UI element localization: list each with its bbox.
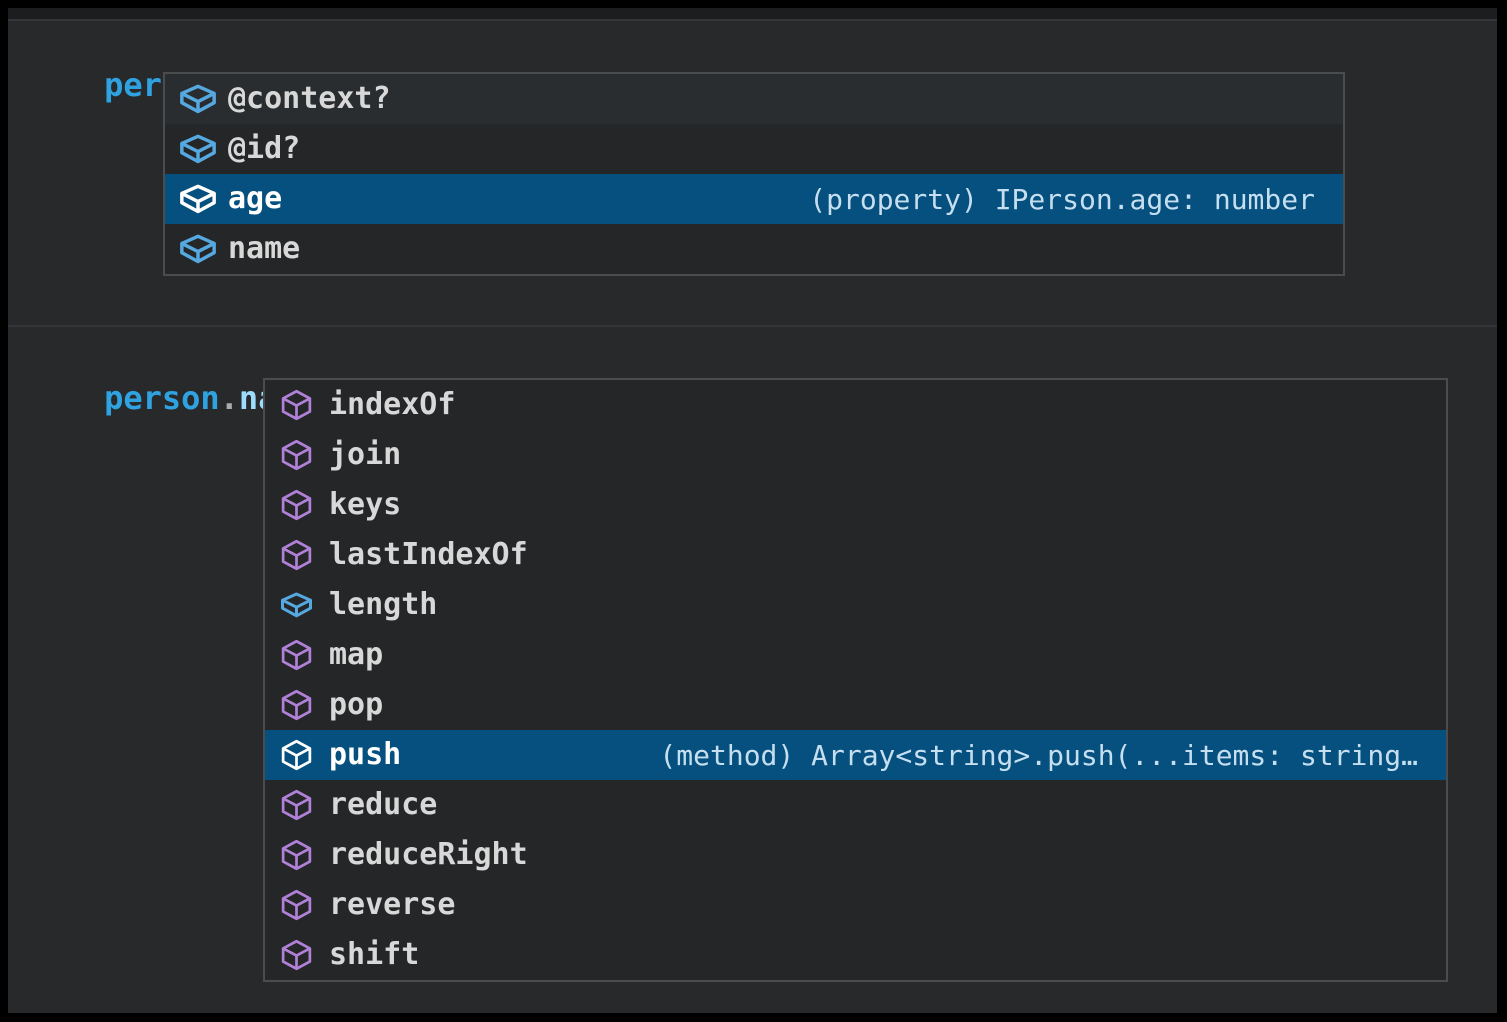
- suggestion-item-push-selected[interactable]: push (method) Array<string>.push(...item…: [265, 730, 1446, 780]
- symbol-method-icon: [280, 389, 313, 421]
- symbol-method-icon: [280, 489, 313, 521]
- section-divider: [8, 325, 1497, 327]
- suggestion-label: map: [329, 637, 384, 672]
- suggest-widget-person: @context? @id? age (property) IPerson.ag…: [163, 72, 1345, 276]
- suggestion-item-indexof[interactable]: indexOf: [265, 380, 1446, 430]
- symbol-method-icon: [280, 889, 313, 921]
- suggestion-item-reduceright[interactable]: reduceRight: [265, 830, 1446, 880]
- suggestion-item-length[interactable]: length: [265, 580, 1446, 630]
- symbol-method-icon: [280, 789, 313, 821]
- suggestion-item-map[interactable]: map: [265, 630, 1446, 680]
- symbol-method-icon: [280, 439, 313, 471]
- suggestion-label: @context?: [228, 81, 391, 116]
- suggestion-label: join: [329, 437, 402, 472]
- suggestion-label: name: [228, 231, 301, 266]
- suggestion-label: @id?: [228, 131, 301, 166]
- suggestion-label: pop: [329, 687, 384, 722]
- symbol-method-icon: [280, 639, 313, 671]
- suggestion-item-shift[interactable]: shift: [265, 930, 1446, 980]
- symbol-method-icon: [280, 939, 313, 971]
- symbol-method-icon: [280, 739, 313, 771]
- symbol-method-icon: [280, 839, 313, 871]
- suggestion-label: push: [329, 737, 402, 772]
- suggestion-label: length: [329, 587, 438, 622]
- symbol-method-icon: [280, 689, 313, 721]
- suggestion-item-keys[interactable]: keys: [265, 480, 1446, 530]
- suggestion-label: age: [228, 181, 283, 216]
- suggestion-item-reduce[interactable]: reduce: [265, 780, 1446, 830]
- suggest-widget-name: indexOf join keys lastIndexOf length map…: [263, 378, 1448, 982]
- suggestion-item-context[interactable]: @context?: [165, 74, 1343, 124]
- symbol-field-icon: [178, 84, 218, 114]
- suggestion-detail: (method) Array<string>.push(...items: st…: [659, 738, 1418, 772]
- editor-top-divider: [8, 8, 1497, 21]
- suggestion-label: lastIndexOf: [329, 537, 528, 572]
- token-dot: .: [219, 379, 239, 417]
- symbol-field-icon: [178, 234, 218, 264]
- token-variable-person: person: [104, 379, 220, 417]
- suggestion-item-pop[interactable]: pop: [265, 680, 1446, 730]
- suggestion-detail: (property) IPerson.age: number: [809, 182, 1315, 216]
- suggestion-item-name[interactable]: name: [165, 224, 1343, 274]
- symbol-field-icon: [280, 592, 313, 618]
- suggestion-item-id[interactable]: @id?: [165, 124, 1343, 174]
- suggestion-label: reduce: [329, 787, 438, 822]
- suggestion-label: reverse: [329, 887, 456, 922]
- symbol-method-icon: [280, 539, 313, 571]
- symbol-field-icon: [178, 134, 218, 164]
- suggestion-label: keys: [329, 487, 402, 522]
- suggestion-item-join[interactable]: join: [265, 430, 1446, 480]
- suggestion-label: shift: [329, 937, 420, 972]
- suggestion-item-reverse[interactable]: reverse: [265, 880, 1446, 930]
- symbol-field-icon: [178, 184, 218, 214]
- suggestion-item-age-selected[interactable]: age (property) IPerson.age: number: [165, 174, 1343, 224]
- suggestion-item-lastindexof[interactable]: lastIndexOf: [265, 530, 1446, 580]
- suggestion-label: reduceRight: [329, 837, 528, 872]
- suggestion-label: indexOf: [329, 387, 456, 422]
- editor-viewport: person.; @context? @id? age (property) I…: [8, 8, 1497, 1013]
